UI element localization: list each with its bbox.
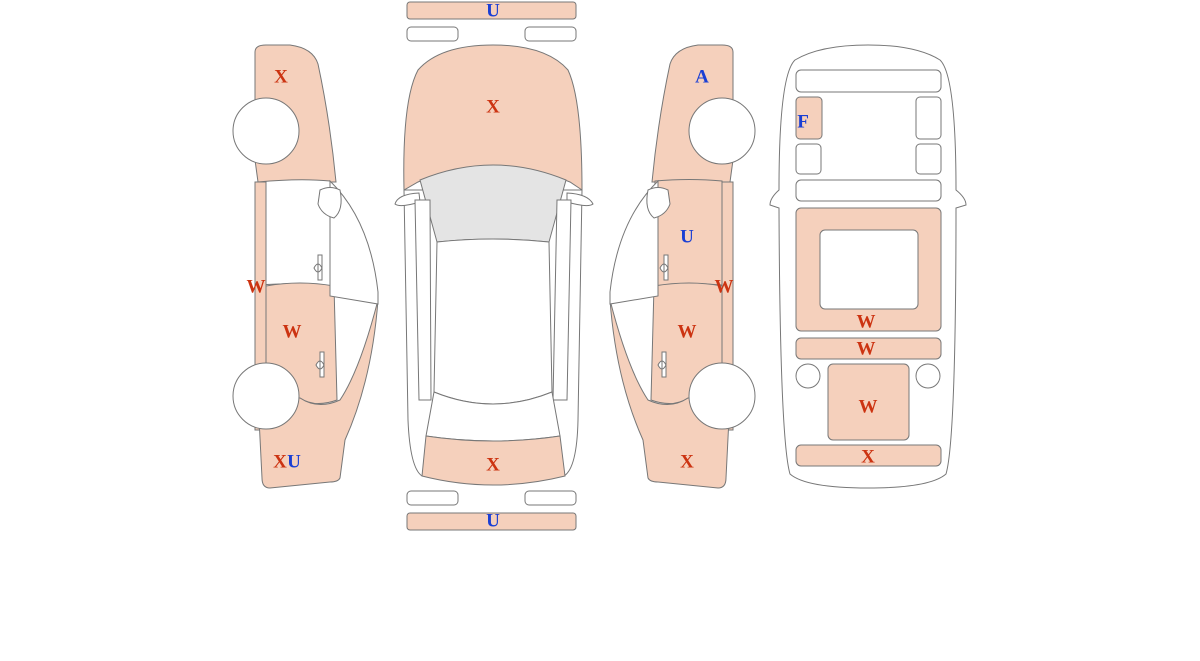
- left-side-view: X W W X U: [232, 44, 379, 489]
- right-rear-wheel[interactable]: [688, 362, 756, 430]
- left-side-mirror[interactable]: [317, 187, 342, 219]
- left-pillar-code: W: [247, 277, 266, 298]
- floor-rear-panel-code: W: [859, 397, 878, 418]
- trunk-lid[interactable]: [421, 435, 566, 486]
- left-front-wheel[interactable]: [232, 97, 300, 165]
- left-pillar-top[interactable]: [414, 199, 432, 401]
- right-side-view: A U W W X: [609, 44, 756, 489]
- front-bumper[interactable]: [406, 1, 577, 20]
- floor-rear-bumper-code: X: [861, 447, 875, 468]
- right-rear-quarter-code: X: [680, 452, 694, 473]
- right-rear-door-code: W: [678, 322, 697, 343]
- front-bumper-code: U: [486, 1, 500, 22]
- floor-left-headlight-mount[interactable]: [795, 96, 823, 140]
- front-crossmember[interactable]: [795, 69, 942, 93]
- left-window-pillar[interactable]: [329, 179, 379, 305]
- left-rear-quarter-code-1: X: [273, 452, 287, 473]
- right-pillar-top[interactable]: [552, 199, 572, 401]
- right-rear-quarter-panel[interactable]: [609, 299, 731, 489]
- right-taillight[interactable]: [524, 490, 577, 506]
- windshield[interactable]: [419, 164, 567, 243]
- right-window-pillar[interactable]: [609, 179, 659, 305]
- floor-upper-crossmember[interactable]: [795, 179, 942, 202]
- right-side-mirror[interactable]: [646, 187, 671, 219]
- right-front-door-code: U: [680, 227, 694, 248]
- floor-lower-crossmember[interactable]: [795, 337, 942, 360]
- floor-right-small-mount[interactable]: [915, 143, 942, 175]
- floor-left-small-mount[interactable]: [795, 143, 822, 175]
- floor-left-rear-mount[interactable]: [795, 363, 821, 389]
- right-headlight[interactable]: [524, 26, 577, 42]
- floor-right-headlight-mount[interactable]: [915, 96, 942, 140]
- floor-view: F W W W X: [769, 44, 967, 489]
- left-rear-quarter-panel[interactable]: [257, 299, 379, 489]
- left-mirror-top[interactable]: [394, 192, 421, 207]
- floor-rear-panel[interactable]: [827, 363, 910, 441]
- floor-crossmember-code: W: [857, 339, 876, 360]
- floor-center-code: W: [857, 312, 876, 333]
- left-rear-door-handle[interactable]: [315, 351, 325, 378]
- floor-right-rear-mount[interactable]: [915, 363, 941, 389]
- roof[interactable]: [433, 238, 553, 405]
- right-mirror-top[interactable]: [566, 192, 594, 207]
- rear-bumper-code: U: [486, 511, 500, 532]
- top-view: U X X U: [394, 1, 594, 532]
- left-rear-door-code: W: [283, 322, 302, 343]
- left-front-fender-code: X: [274, 67, 288, 88]
- floor-headlight-code: F: [797, 112, 809, 133]
- floor-center-cutout: [819, 229, 919, 310]
- right-front-fender-code: A: [695, 67, 709, 88]
- trunk-code: X: [486, 455, 500, 476]
- right-rear-door-handle[interactable]: [657, 351, 667, 378]
- right-front-wheel[interactable]: [688, 97, 756, 165]
- right-pillar-code: W: [715, 277, 734, 298]
- rear-bumper[interactable]: [406, 512, 577, 531]
- left-rear-quarter-code-2: U: [287, 452, 301, 473]
- hood-code: X: [486, 97, 500, 118]
- left-front-door-handle[interactable]: [313, 254, 323, 281]
- left-taillight[interactable]: [406, 490, 459, 506]
- right-front-door-handle[interactable]: [659, 254, 669, 281]
- left-rear-wheel[interactable]: [232, 362, 300, 430]
- floor-rear-bumper-support[interactable]: [795, 444, 942, 467]
- left-headlight[interactable]: [406, 26, 459, 42]
